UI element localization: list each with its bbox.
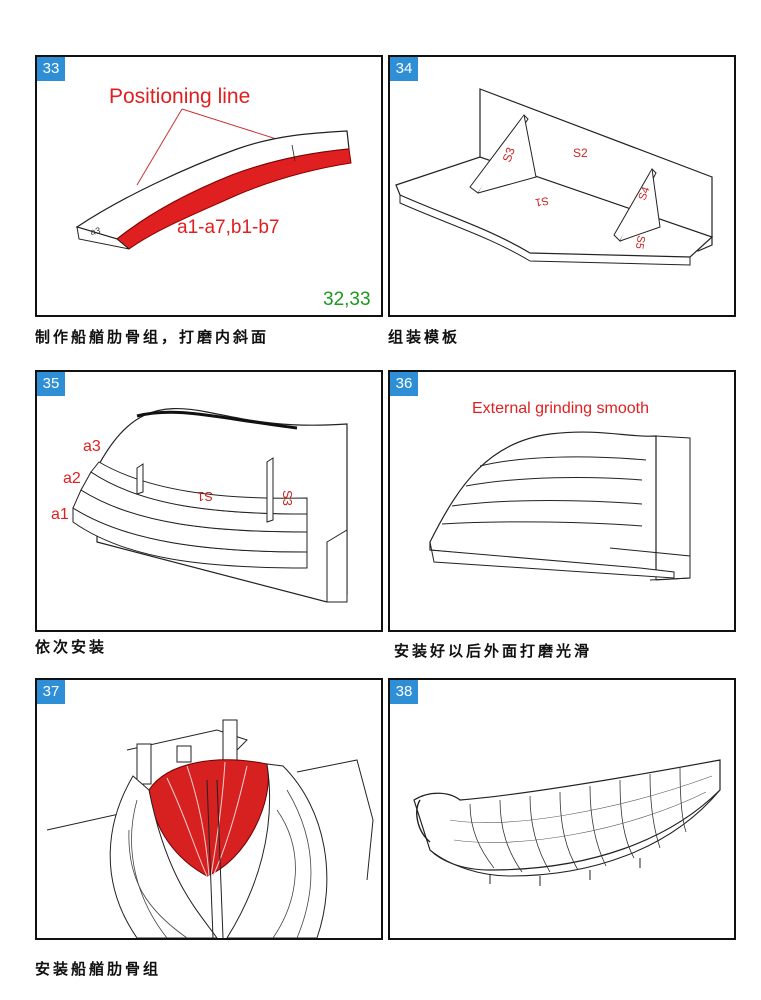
s4-label: S4 [637, 185, 653, 202]
step-number-badge: 36 [390, 372, 418, 396]
step-37-caption: 安装船艏肋骨组 [35, 960, 162, 978]
bow-frames-installed-illustration [46, 719, 374, 938]
parts-label: a1-a7,b1-b7 [177, 217, 280, 238]
step-number-badge: 35 [37, 372, 65, 396]
step-35-caption: 依次安装 [35, 638, 108, 656]
step-33-caption: 制作船艏肋骨组，打磨内斜面 [35, 328, 270, 346]
a2-label: a2 [63, 470, 81, 487]
step-36-panel: 36 External grinding smooth [388, 370, 736, 632]
part-tag: a3 [90, 225, 102, 237]
positioning-line-label: Positioning line [109, 85, 251, 108]
step-37-panel: 37 [35, 678, 383, 940]
a1-label: a1 [51, 506, 69, 523]
frame-installation-illustration: S1 S3 [72, 407, 348, 603]
a3-label: a3 [83, 438, 101, 455]
s5-label: S5 [633, 234, 647, 249]
external-grinding-label: External grinding smooth [472, 400, 649, 417]
step-number-badge: 33 [37, 57, 65, 81]
step-34-panel: 34 S2 S3 S1 S4 S5 [388, 55, 736, 317]
step-35-panel: 35 a3 a2 a1 S1 S3 [35, 370, 383, 632]
step-33-panel: 33 Positioning line a1-a7,b1-b7 32,33 a3 [35, 55, 383, 317]
step-number-badge: 38 [390, 680, 418, 704]
s3-label: S3 [500, 145, 518, 164]
template-assembly-illustration: S2 S3 S1 S4 S5 [395, 88, 714, 266]
s2-label: S2 [573, 146, 588, 160]
frame-part-illustration: a3 [75, 108, 352, 250]
step-number-badge: 37 [37, 680, 65, 704]
step-36-caption: 安装好以后外面打磨光滑 [394, 642, 593, 660]
hull-frames-illustration [413, 759, 721, 886]
s1-label: S1 [197, 489, 213, 504]
reference-number-label: 32,33 [323, 289, 371, 310]
step-number-badge: 34 [390, 57, 418, 81]
sanded-frames-illustration [429, 431, 691, 581]
s3-label: S3 [280, 490, 295, 506]
step-38-panel: 38 [388, 678, 736, 940]
step-34-caption: 组装模板 [388, 328, 461, 346]
s1-label: S1 [534, 194, 549, 208]
